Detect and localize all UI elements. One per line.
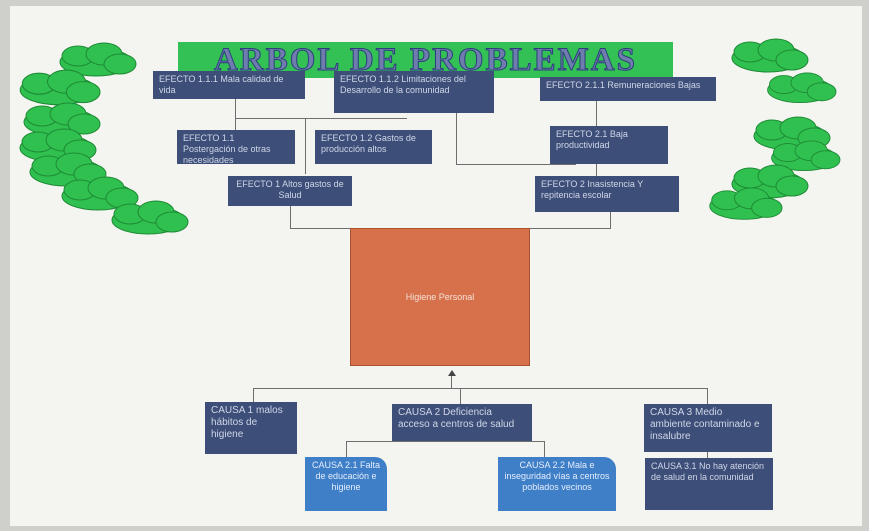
connector-line [346,441,347,457]
connector-line [530,228,610,229]
effect-1-2: EFECTO 1.2 Gastos de producción altos [315,130,432,164]
connector-line [290,228,350,229]
title-banner: ARBOL DE PROBLEMAS [178,41,673,78]
connector-line [290,206,291,228]
effect-2-1: EFECTO 2.1 Baja productividad [550,126,668,164]
foliage-cloud-icon [731,38,809,73]
foliage-cloud-icon [111,200,189,235]
connector-line [456,164,576,165]
cause-2: CAUSA 2 Deficiencia acceso a centros de … [392,404,532,441]
connector-line [610,212,611,229]
cause-3: CAUSA 3 Medio ambiente contaminado e ins… [644,404,772,452]
effect-1-1: EFECTO 1.1 Postergación de otras necesid… [177,130,295,164]
connector-line [596,164,597,176]
core-problem-label: Higiene Personal [405,292,475,302]
effect-1-1-2: EFECTO 1.1.2 Limitaciones del Desarrollo… [334,71,494,113]
connector-line [544,441,545,457]
connector-line [707,452,708,458]
connector-line [451,374,452,388]
effect-1-1-1: EFECTO 1.1.1 Mala calidad de vida [153,71,305,99]
connector-line [456,112,457,164]
connector-line [253,388,707,389]
effect-2-1-1: EFECTO 2.1.1 Remuneraciones Bajas [540,77,716,101]
cause-2-1: CAUSA 2.1 Falta de educación e higiene [305,457,387,511]
connector-line [460,388,461,404]
foliage-cloud-icon [767,72,837,104]
core-problem-box: Higiene Personal [350,228,530,366]
cause-3-1: CAUSA 3.1 No hay atención de salud en la… [645,458,773,510]
connector-line [235,118,407,119]
effect-1: EFECTO 1 Altos gastos de Salud [228,176,352,206]
cause-2-2: CAUSA 2.2 Mala e inseguridad vías a cent… [498,457,616,511]
connector-line [596,100,597,126]
connector-line [253,388,254,402]
connector-line [235,96,236,130]
cause-1: CAUSA 1 malos hábitos de higiene [205,402,297,454]
connector-line [305,118,306,174]
arrow-up-icon [448,370,456,376]
connector-line [346,441,544,442]
connector-line [707,388,708,404]
effect-2: EFECTO 2 Inasistencia Y repitencia escol… [535,176,679,212]
